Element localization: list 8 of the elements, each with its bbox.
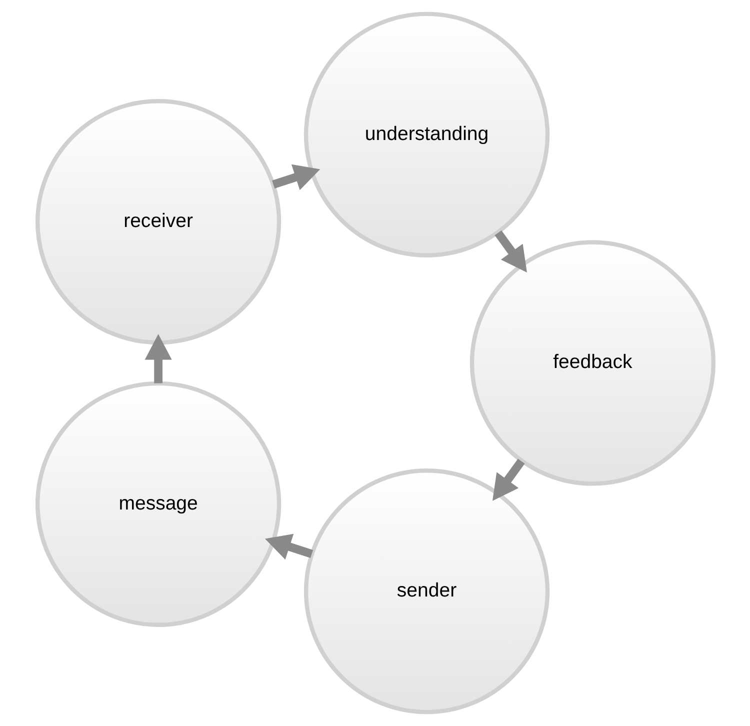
arrow xyxy=(494,230,526,273)
arrow xyxy=(264,534,313,560)
node-circle: receiver xyxy=(35,99,281,345)
arrow xyxy=(144,334,172,384)
arrow xyxy=(272,164,320,190)
node-circle: sender xyxy=(303,468,550,714)
node-circle: message xyxy=(35,381,281,627)
arrow xyxy=(492,458,524,501)
